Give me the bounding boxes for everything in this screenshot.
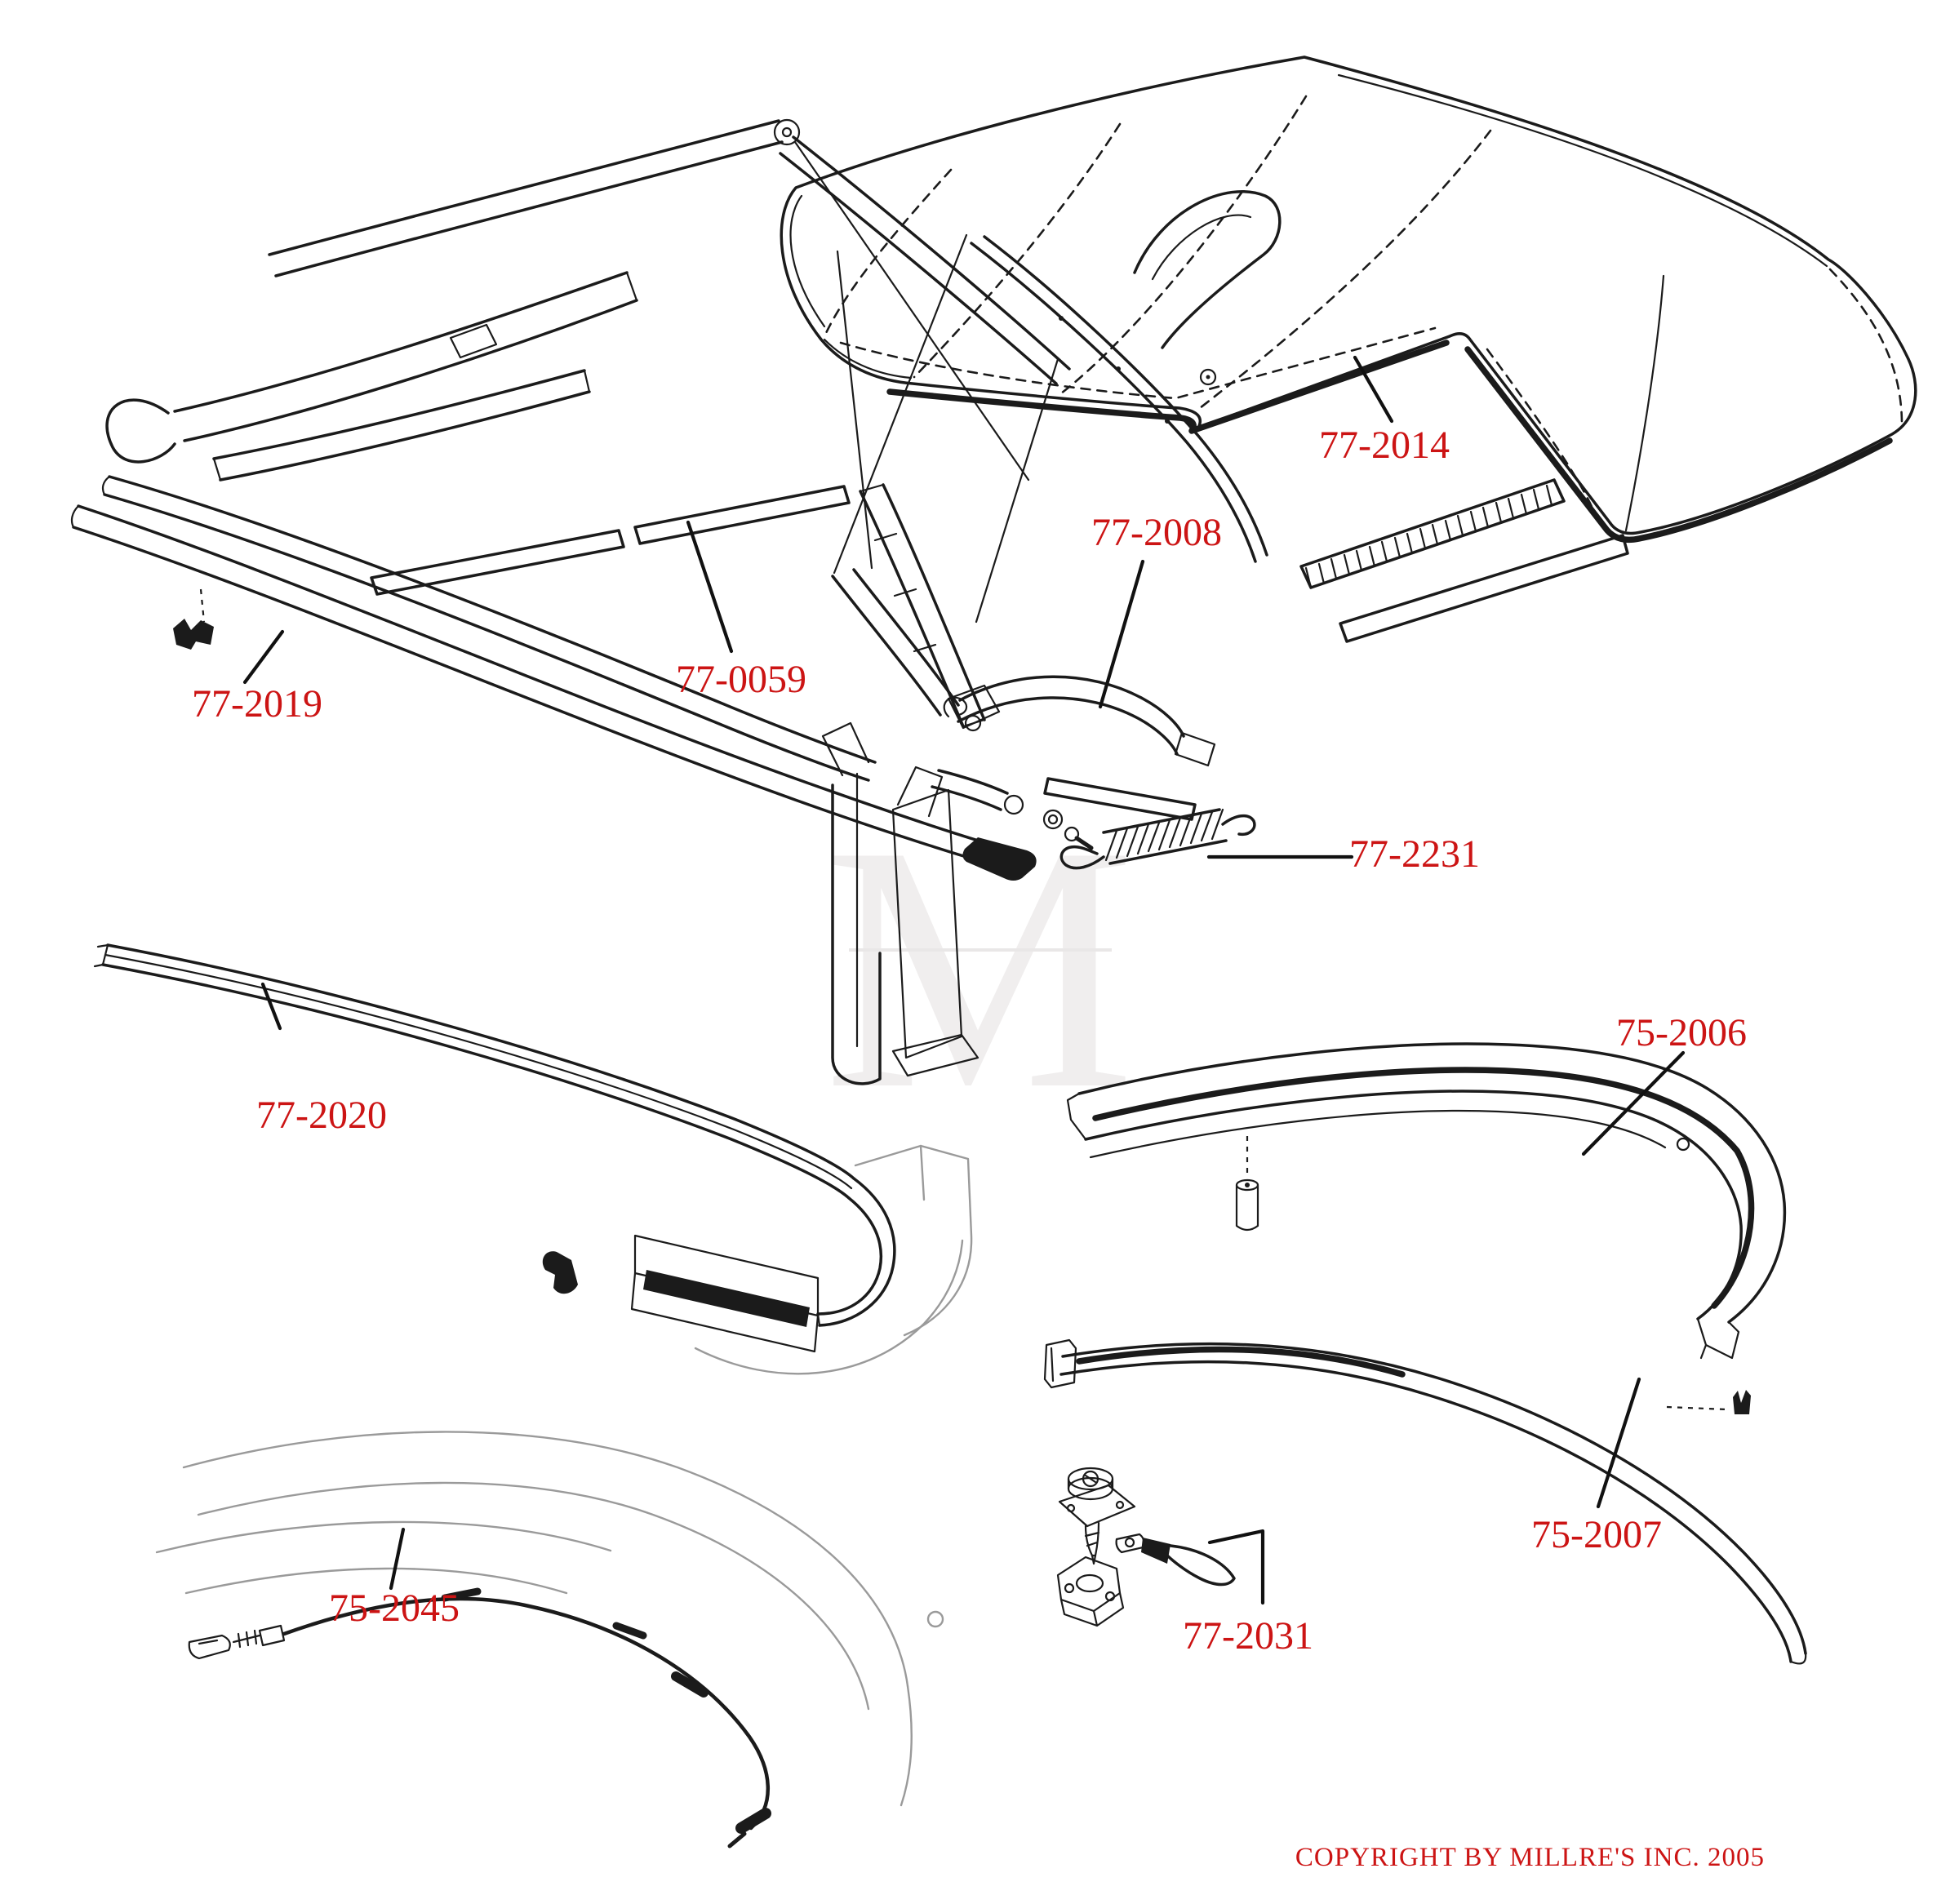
body-corner-sketch [854, 1144, 973, 1337]
clip-icon [1733, 1390, 1751, 1414]
leader-75-2045 [389, 1527, 406, 1591]
pivot-joint-icon [773, 118, 801, 146]
top-frame-drawing [70, 118, 1629, 1085]
front-rail-drawing [93, 943, 973, 1375]
clevis-eye-icon [1003, 794, 1024, 815]
clip-icon [542, 1251, 578, 1294]
handle-grip [1141, 1538, 1171, 1564]
cable-wire [282, 1596, 770, 1831]
rear-seal-drawing [1043, 1338, 1807, 1665]
front-seal-strip [77, 504, 1025, 855]
leader-77-2019 [242, 629, 285, 685]
part-label-77-2019: 77-2019 [192, 682, 322, 726]
tension-spring-drawing [1042, 808, 1256, 870]
watermark-m: M [824, 774, 1135, 1162]
snap-fastener-icon [1199, 368, 1217, 386]
part-labels: 77-2014 77-2008 77-0059 77-2019 77-2231 … [192, 424, 1747, 1658]
header-hook [105, 398, 176, 464]
part-label-77-2231: 77-2231 [1349, 832, 1480, 876]
leader-75-2006 [1581, 1050, 1686, 1156]
top-cover-drawing [780, 55, 1917, 544]
part-label-77-2008: 77-2008 [1091, 511, 1222, 554]
ghost-frame [182, 1431, 909, 1688]
part-label-77-2014: 77-2014 [1319, 424, 1450, 467]
cable-end-eyelet [188, 1634, 231, 1660]
watermark: M [824, 774, 1135, 1162]
leader-77-2014 [1353, 355, 1394, 424]
spring-body [1102, 808, 1228, 865]
quarter-seal-curl [943, 696, 968, 718]
rear-rail-drawing [1066, 1042, 1787, 1360]
part-label-77-0059: 77-0059 [676, 658, 806, 701]
washer-icon [1042, 809, 1064, 830]
leader-77-2020 [260, 982, 282, 1031]
leader-77-2008 [1098, 559, 1145, 709]
latch-base-plate [1058, 1484, 1136, 1528]
part-label-77-2020: 77-2020 [256, 1094, 387, 1137]
cable-end-barrel [735, 1808, 771, 1834]
latch-stud [1084, 1521, 1100, 1565]
leader-77-2031 [1207, 1529, 1265, 1605]
part-label-75-2006: 75-2006 [1616, 1011, 1747, 1054]
seal-end-cap [1043, 1338, 1077, 1389]
bolt-icon [1064, 826, 1080, 842]
clip-icon [173, 619, 214, 650]
leader-lines [242, 355, 1686, 1605]
part-label-75-2007: 75-2007 [1531, 1513, 1662, 1556]
copyright-notice: COPYRIGHT BY MILLRE'S INC. 2005 [1295, 1843, 1765, 1872]
latch-parts-drawing [1056, 1467, 1236, 1627]
cable-drawing [155, 1431, 944, 1849]
handle-eye [1115, 1533, 1145, 1554]
spring-hook-right [1221, 814, 1256, 837]
part-label-77-2031: 77-2031 [1183, 1614, 1313, 1658]
pivot-bracket [831, 783, 882, 1085]
tack-strip [1299, 478, 1566, 589]
spring-hook-left [1059, 845, 1105, 870]
part-label-75-2045: 75-2045 [329, 1587, 460, 1630]
leader-77-0059 [686, 520, 734, 654]
side-rail-seal [370, 529, 625, 596]
leader-75-2007 [1596, 1377, 1641, 1509]
